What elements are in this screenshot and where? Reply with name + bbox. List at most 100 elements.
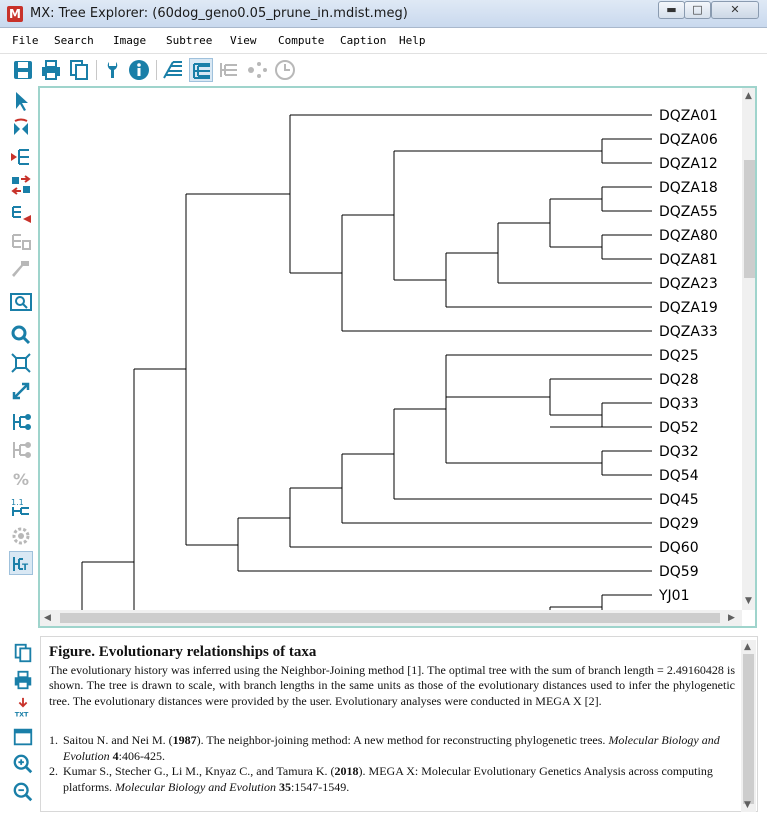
rectangular-tree-icon[interactable] xyxy=(189,58,213,82)
window-title: MX: Tree Explorer: (60dog_geno0.05_prune… xyxy=(30,6,408,21)
caption-scroll-down-icon[interactable]: ▼ xyxy=(744,800,751,810)
print-icon[interactable] xyxy=(39,58,63,82)
taxon-labels: DQZA01 DQZA06 DQZA12 DQZA18 DQZA55 DQZA8… xyxy=(658,108,718,604)
print-caption-icon[interactable] xyxy=(12,669,34,691)
caption-scroll-thumb[interactable] xyxy=(743,654,754,804)
caption-panel[interactable]: Figure. Evolutionary relationships of ta… xyxy=(40,636,758,812)
taxon-label[interactable]: DQZA01 xyxy=(659,108,718,124)
taxon-label[interactable]: DQZA18 xyxy=(659,180,718,196)
taxon-label[interactable]: DQ25 xyxy=(659,348,699,364)
taxon-label[interactable]: DQ45 xyxy=(659,492,699,508)
menu-help[interactable]: Help xyxy=(399,34,426,47)
maximize-button[interactable]: □ xyxy=(684,1,711,19)
taxon-label[interactable]: DQZA06 xyxy=(659,132,718,148)
tree-vertical-scrollbar[interactable]: ▲ ▼ xyxy=(742,88,755,610)
reference-volume: 35 xyxy=(275,779,291,794)
zoom-icon[interactable] xyxy=(9,323,33,347)
traditional-tree-icon[interactable] xyxy=(161,58,185,82)
flip-icon[interactable] xyxy=(9,117,33,141)
pointer-icon[interactable] xyxy=(9,89,33,113)
scroll-left-icon[interactable]: ◀ xyxy=(44,613,51,623)
toolbar-separator xyxy=(156,60,157,80)
compress-subtree-icon[interactable] xyxy=(9,201,33,225)
svg-text:1.1: 1.1 xyxy=(11,498,24,507)
scroll-right-icon[interactable]: ▶ xyxy=(728,613,735,623)
taxon-label[interactable]: DQZA12 xyxy=(659,156,718,172)
menu-subtree[interactable]: Subtree xyxy=(166,34,213,47)
taxon-label[interactable]: DQ54 xyxy=(659,468,699,484)
menu-compute[interactable]: Compute xyxy=(278,34,325,47)
tree-horizontal-scrollbar[interactable]: ◀ ▶ xyxy=(40,610,742,626)
export-txt-icon[interactable]: TXT xyxy=(12,697,34,721)
settings-icon[interactable] xyxy=(9,524,33,548)
condensed-icon[interactable] xyxy=(9,438,33,462)
percent-icon[interactable]: % xyxy=(9,467,33,491)
radiation-tree-icon[interactable] xyxy=(217,58,241,82)
toggle-panel-icon[interactable] xyxy=(12,726,34,748)
fit-window-icon[interactable] xyxy=(9,351,33,375)
taxon-label[interactable]: DQ32 xyxy=(659,444,699,460)
tree-branches xyxy=(81,114,652,610)
reference-item: 1. Saitou N. and Nei M. (1987). The neig… xyxy=(49,733,735,764)
app-icon: M xyxy=(7,6,23,22)
place-root-icon[interactable] xyxy=(9,145,33,169)
menu-bar: File Search Image Subtree View Compute C… xyxy=(0,28,767,54)
tree-panel[interactable]: DQZA01 DQZA06 DQZA12 DQZA18 DQZA55 DQZA8… xyxy=(38,86,757,628)
taxon-label[interactable]: YJ01 xyxy=(658,588,690,604)
toolbar-separator xyxy=(96,60,97,80)
taxon-label[interactable]: DQZA19 xyxy=(659,300,718,316)
caption-body: The evolutionary history was inferred us… xyxy=(49,662,735,708)
menu-view[interactable]: View xyxy=(230,34,257,47)
menu-search[interactable]: Search xyxy=(54,34,94,47)
menu-file[interactable]: File xyxy=(12,34,39,47)
tree-vertical-scroll-thumb[interactable] xyxy=(744,160,755,278)
swap-icon[interactable] xyxy=(9,173,33,197)
taxon-label[interactable]: DQ28 xyxy=(659,372,699,388)
reference-journal: Molecular Biology and Evolution xyxy=(63,733,720,763)
taxon-label[interactable]: DQZA55 xyxy=(659,204,718,220)
zoom-out-icon[interactable] xyxy=(12,781,34,803)
caption-scroll-up-icon[interactable]: ▲ xyxy=(744,642,751,652)
taxon-label[interactable]: DQ33 xyxy=(659,396,699,412)
svg-text:T: T xyxy=(22,563,29,573)
left-toolbar: % 1.1 T xyxy=(0,85,38,630)
topology-only-icon[interactable] xyxy=(9,410,33,434)
caption-toolbar: TXT xyxy=(0,636,38,814)
search-tree-icon[interactable] xyxy=(9,290,33,314)
svg-text:%: % xyxy=(13,470,29,489)
tree-horizontal-scroll-thumb[interactable] xyxy=(60,613,720,623)
info-icon[interactable] xyxy=(127,58,151,82)
scroll-up-icon[interactable]: ▲ xyxy=(745,91,752,101)
svg-text:TXT: TXT xyxy=(15,710,29,718)
taxon-label[interactable]: DQZA80 xyxy=(659,228,718,244)
subtree-options-icon[interactable] xyxy=(9,229,33,253)
menu-image[interactable]: Image xyxy=(113,34,147,47)
taxon-label[interactable]: DQ52 xyxy=(659,420,699,436)
close-button[interactable]: ✕ xyxy=(711,1,759,19)
taxon-label[interactable]: DQZA81 xyxy=(659,252,718,268)
taxon-label[interactable]: DQZA23 xyxy=(659,276,718,292)
taxon-label[interactable]: DQZA33 xyxy=(659,324,718,340)
menu-caption[interactable]: Caption xyxy=(340,34,387,47)
resize-icon[interactable] xyxy=(9,379,33,403)
copy-caption-icon[interactable] xyxy=(12,642,34,664)
save-icon[interactable] xyxy=(11,58,35,82)
taxon-label[interactable]: DQ60 xyxy=(659,540,699,556)
copy-icon[interactable] xyxy=(67,58,91,82)
minimize-button[interactable]: ▬ xyxy=(658,1,685,19)
reference-text: ). The neighbor-joining method: A new me… xyxy=(196,733,609,747)
title-bar: M MX: Tree Explorer: (60dog_geno0.05_pru… xyxy=(0,0,767,28)
zoom-in-icon[interactable] xyxy=(12,753,34,775)
branch-lengths-icon[interactable]: 1.1 xyxy=(9,495,33,519)
taxon-label[interactable]: DQ29 xyxy=(659,516,699,532)
scroll-down-icon[interactable]: ▼ xyxy=(745,596,752,606)
clock-tree-icon[interactable] xyxy=(273,58,297,82)
phylogenetic-tree[interactable]: DQZA01 DQZA06 DQZA12 DQZA18 DQZA55 DQZA8… xyxy=(40,88,742,610)
reference-volume: 4 xyxy=(109,748,119,763)
taxon-label[interactable]: DQ59 xyxy=(659,564,699,580)
layout-icon[interactable]: T xyxy=(9,551,33,575)
circle-tree-icon[interactable] xyxy=(245,58,269,82)
wrench-icon[interactable] xyxy=(100,58,124,82)
hammer-icon[interactable] xyxy=(9,257,33,281)
caption-vertical-scrollbar[interactable]: ▲ ▼ xyxy=(741,640,756,812)
